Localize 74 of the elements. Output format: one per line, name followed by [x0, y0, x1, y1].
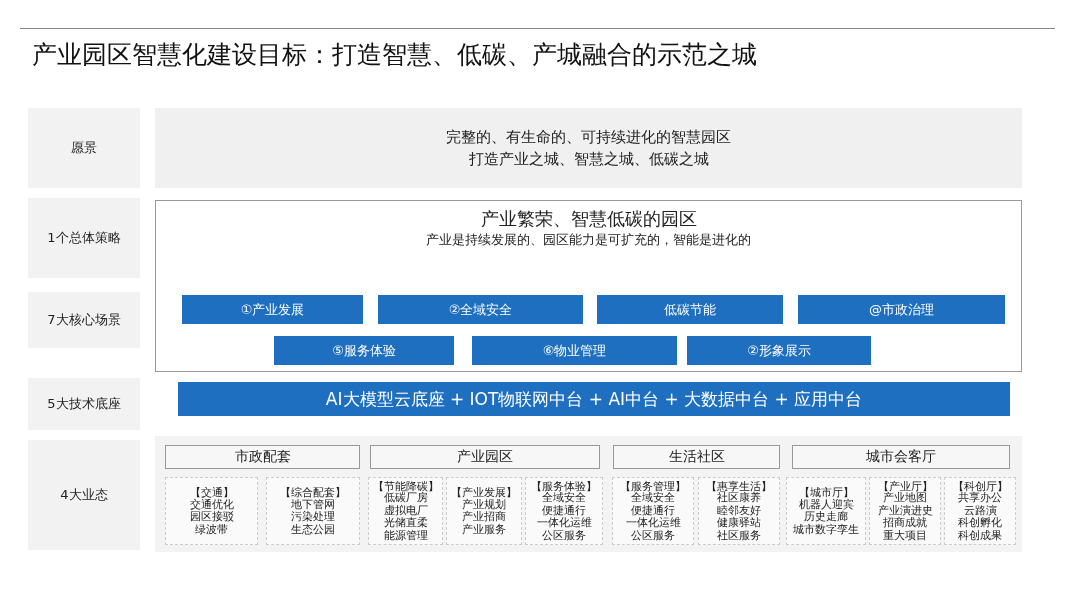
card-text: 全域安全: [542, 492, 586, 505]
card-text: 社区服务: [717, 529, 761, 543]
scenario-box: ①产业发展: [182, 295, 363, 324]
category-card: [698, 477, 780, 545]
card-text: 便捷通行: [542, 504, 586, 517]
card-text: 园区接驳: [189, 511, 234, 524]
card-text: 历史走廊: [804, 511, 848, 524]
card-text: 交通优化: [189, 498, 234, 511]
category-card: [612, 477, 694, 545]
card-heading: 【交通】: [189, 486, 234, 498]
card-text: 一体化运维: [536, 517, 592, 530]
slide-title: 产业园区智慧化建设目标：打造智慧、低碳、产城融合的示范之城: [32, 39, 757, 71]
card-text: 虚拟电厂: [383, 504, 428, 517]
scenario-box: ⑤服务体验: [274, 336, 454, 365]
category-card: [786, 477, 866, 545]
vision-text: 打造产业之城、智慧之城、低碳之城: [468, 149, 709, 170]
scenario-box: ②全域安全: [378, 295, 583, 324]
card-text: 产业演进史: [877, 504, 933, 517]
tech-bar: AI大模型云底座 + IOT物联网中台 + AI中台 + 大数据中台 + 应用中台: [178, 382, 1010, 416]
row-label-box: 7大核心场景: [28, 292, 140, 348]
card-text: 能源管理: [383, 529, 428, 543]
scenario-box: ②形象展示: [687, 336, 871, 365]
card-text: 产业地图: [883, 492, 927, 505]
strategy-box: [155, 200, 1022, 372]
row-label-box: 5大技术底座: [28, 378, 140, 430]
category-card: [446, 477, 522, 545]
card-text: 全域安全: [631, 492, 675, 505]
card-text: 光储直柔: [383, 517, 428, 530]
card-text: 云路演: [963, 504, 997, 517]
card-text: 城市数字孪生: [793, 523, 859, 536]
row-label-box: 4大业态: [28, 440, 140, 550]
category-header: 城市会客厅: [792, 445, 1010, 469]
strategy-heading: 产业繁荣、智慧低碳的园区: [480, 207, 697, 231]
card-heading: 【综合配套】: [280, 486, 346, 498]
card-text: 产业规划: [462, 498, 506, 511]
category-card: [525, 477, 603, 545]
scenario-box: 低碳节能: [597, 295, 783, 324]
row-label-box: 1个总体策略: [28, 198, 140, 278]
card-heading: 【产业厅】: [877, 479, 933, 493]
card-text: 一体化运维: [625, 517, 681, 530]
card-text: 睦邻友好: [717, 504, 761, 517]
category-card: [944, 477, 1016, 545]
category-card: [869, 477, 941, 545]
category-card: [266, 477, 360, 545]
card-heading: 【产业发展】: [451, 486, 517, 498]
card-text: 社区康养: [717, 492, 761, 505]
card-text: 绿波带: [195, 523, 228, 536]
card-text: 共享办公: [958, 492, 1002, 505]
card-text: 公区服务: [631, 529, 675, 543]
card-text: 便捷通行: [631, 504, 675, 517]
category-card: [165, 477, 258, 545]
category-header: 生活社区: [613, 445, 780, 469]
card-text: 地下管网: [291, 498, 335, 511]
card-text: 招商成就: [883, 517, 927, 530]
scenario-box: @市政治理: [798, 295, 1005, 324]
card-text: 重大项目: [883, 529, 927, 543]
category-header: 市政配套: [165, 445, 360, 469]
card-text: 机器人迎宾: [798, 498, 854, 511]
row-label-box: 愿景: [28, 108, 140, 188]
card-text: 健康驿站: [717, 517, 761, 530]
scenario-box: ⑥物业管理: [472, 336, 677, 365]
category-header: 产业园区: [370, 445, 600, 469]
card-text: 科创成果: [958, 529, 1002, 543]
category-card: [368, 477, 443, 545]
card-text: 污染处理: [291, 511, 335, 524]
card-text: 科创孵化: [958, 517, 1002, 530]
card-heading: 【城市厅】: [798, 486, 854, 498]
card-text: 产业服务: [462, 523, 506, 536]
vision-text: 完整的、有生命的、可持续进化的智慧园区: [446, 127, 731, 148]
card-text: 低碳厂房: [383, 492, 428, 505]
card-text: 生态公园: [291, 523, 335, 536]
card-text: 产业招商: [462, 511, 506, 524]
strategy-text: 产业是持续发展的、园区能力是可扩充的，智能是进化的: [426, 231, 751, 249]
card-text: 公区服务: [542, 529, 586, 543]
